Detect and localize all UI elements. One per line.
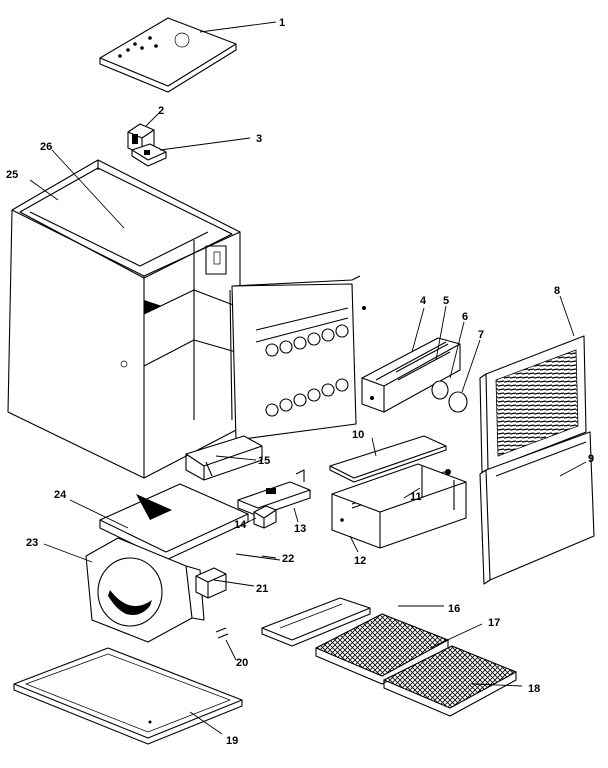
callout-2: 2 [158, 105, 164, 117]
part-switch [127, 123, 155, 155]
part-filter-rack [261, 597, 371, 647]
part-clip [215, 627, 229, 639]
part-orifice-tube [395, 343, 451, 381]
callout-24: 24 [54, 489, 67, 501]
part-lower-front-panel [479, 431, 595, 585]
part-burner-rail [361, 337, 461, 413]
callout-21: 21 [256, 583, 268, 595]
leader-lines [29, 21, 587, 735]
callout-9: 9 [588, 453, 594, 465]
part-burner-box [331, 463, 467, 549]
callout-14: 14 [234, 519, 247, 531]
callout-12: 12 [354, 555, 366, 567]
part-bottom-pan [13, 647, 243, 745]
callout-11: 11 [410, 491, 422, 503]
part-cabinet [7, 159, 241, 479]
callout-25: 25 [6, 169, 18, 181]
callout-labels: 1 2 3 4 5 6 7 8 9 10 11 12 13 14 15 16 1… [6, 17, 594, 747]
callout-4: 4 [420, 295, 427, 307]
callout-17: 17 [488, 617, 500, 629]
part-filter-right [382, 645, 518, 717]
callout-23: 23 [26, 537, 38, 549]
callout-26: 26 [40, 141, 52, 153]
callout-6: 6 [462, 311, 468, 323]
callout-7: 7 [478, 329, 484, 341]
callout-1: 1 [279, 17, 285, 29]
callout-8: 8 [554, 285, 560, 297]
part-side-panel [231, 275, 366, 441]
part-rod [235, 553, 281, 561]
callout-22: 22 [282, 553, 294, 565]
part-shelf-bracket [185, 435, 263, 481]
part-top-control-panel [99, 17, 237, 93]
callout-3: 3 [256, 133, 262, 145]
callout-19: 19 [226, 735, 238, 747]
part-bracket [131, 143, 167, 167]
part-motor-mount [195, 567, 227, 599]
part-disc-large [448, 391, 468, 413]
callout-20: 20 [236, 657, 248, 669]
callout-18: 18 [528, 683, 540, 695]
part-burner-cover [329, 435, 447, 483]
part-disc-small [431, 380, 449, 400]
part-blower-housing [85, 537, 205, 643]
callout-10: 10 [352, 429, 364, 441]
callout-16: 16 [448, 603, 460, 615]
callout-15: 15 [258, 455, 270, 467]
callout-5: 5 [443, 295, 449, 307]
callout-13: 13 [294, 523, 306, 535]
part-relay [253, 505, 277, 529]
